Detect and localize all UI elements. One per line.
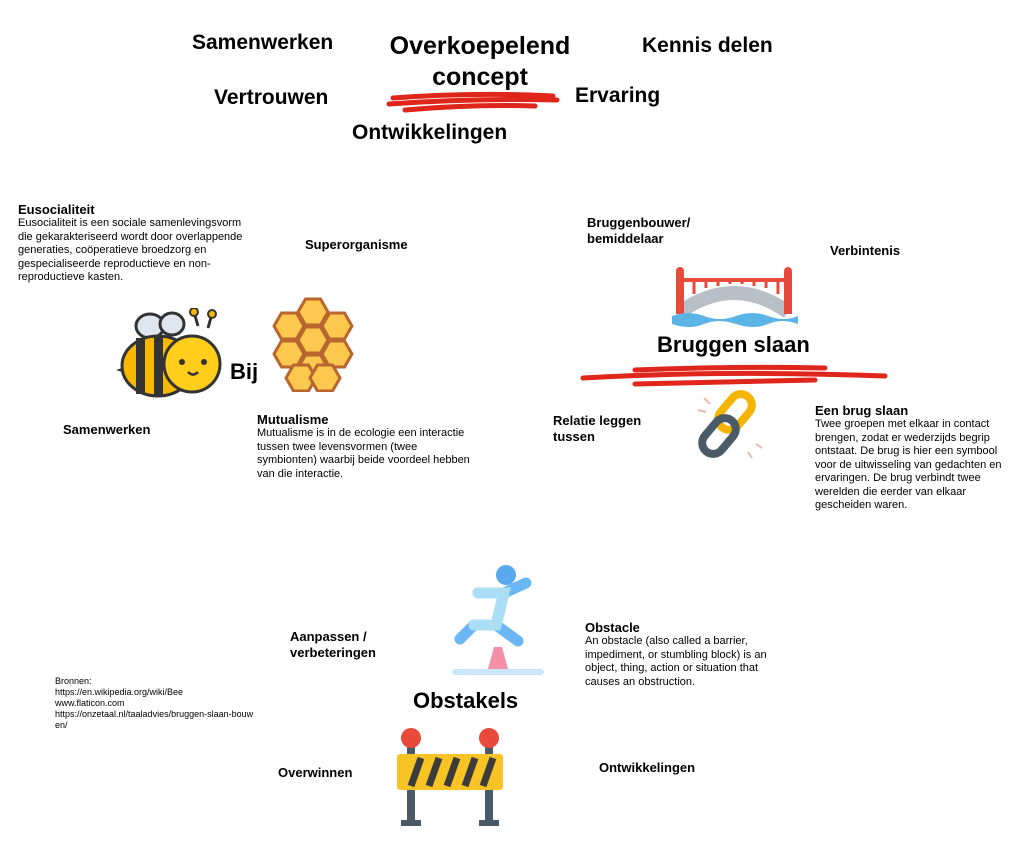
obstakels-title: Obstakels [413,688,519,713]
red-scribble-underline [386,91,560,113]
bridge-icon [672,267,798,327]
mutualisme-text: Mutualisme is in de ecologie een interac… [257,427,470,480]
een-brug-slaan-text: Twee groepen met elkaar in contact breng… [815,418,1002,511]
mutualisme-title: Mutualisme [257,412,329,427]
honeycomb-cell [308,363,342,392]
obstacle-title: Obstacle [585,620,640,635]
een-brug-slaan-block: Een brug slaan Twee groepen met elkaar i… [815,403,1020,513]
bij-label: Bij [230,359,259,384]
runner-jumping-icon [452,565,544,675]
source-item: https://en.wikipedia.org/wiki/Bee [55,687,184,697]
sources-block: Bronnen: https://en.wikipedia.org/wiki/B… [55,676,255,731]
sources-label: Bronnen: [55,676,92,686]
eusocialiteit-block: Eusocialiteit Eusocialiteit is een socia… [18,202,248,285]
roadblock-barrier-icon [397,728,503,826]
ontwikkelingen-label: Ontwikkelingen [599,760,696,775]
source-item: www.flaticon.com [55,698,125,708]
honeycomb-cell [272,311,306,341]
samenwerken-label: Samenwerken [63,422,151,437]
eusocialiteit-title: Eusocialiteit [18,202,95,217]
relatie-leggen-label: Relatie leggen tussen [553,413,642,444]
chain-link-icon [697,390,763,459]
main-title-line1: Overkoepelend [389,32,571,60]
concept-ontwikkelingen: Ontwikkelingen [352,121,508,144]
obstacle-block: Obstacle An obstacle (also called a barr… [585,620,775,689]
superorganisme-label: Superorganisme [305,237,408,252]
bruggenbouwer-label: Bruggenbouwer/ bemiddelaar [587,215,691,246]
honeycomb-cell [284,363,318,392]
honeycomb-cell [320,339,354,369]
verbintenis-label: Verbintenis [830,243,901,258]
honeycomb-icon [272,297,354,392]
eusocialiteit-text: Eusocialiteit is een sociale samenleving… [18,217,243,283]
honeycomb-cell [296,325,330,355]
concept-samenwerken: Samenwerken [192,31,334,54]
source-item: https://onzetaal.nl/taaladvies/bruggen-s… [55,709,254,730]
main-title: Overkoepelend concept [370,31,590,93]
aanpassen-label: Aanpassen / verbeteringen [290,629,376,660]
mutualisme-block: Mutualisme Mutualisme is in de ecologie … [257,412,477,481]
honeycomb-cell [296,297,330,327]
overwinnen-label: Overwinnen [278,765,353,780]
obstacle-text: An obstacle (also called a barrier, impe… [585,635,767,688]
concept-vertrouwen: Vertrouwen [214,86,329,109]
honeycomb-cell [320,311,354,341]
bruggen-slaan-title: Bruggen slaan [657,332,810,357]
een-brug-slaan-title: Een brug slaan [815,403,909,418]
concept-kennis-delen: Kennis delen [642,34,773,57]
main-title-line2: concept [432,63,528,91]
bee-icon [116,308,222,398]
concept-ervaring: Ervaring [575,84,661,107]
red-scribble-underline-bridge [580,364,888,387]
